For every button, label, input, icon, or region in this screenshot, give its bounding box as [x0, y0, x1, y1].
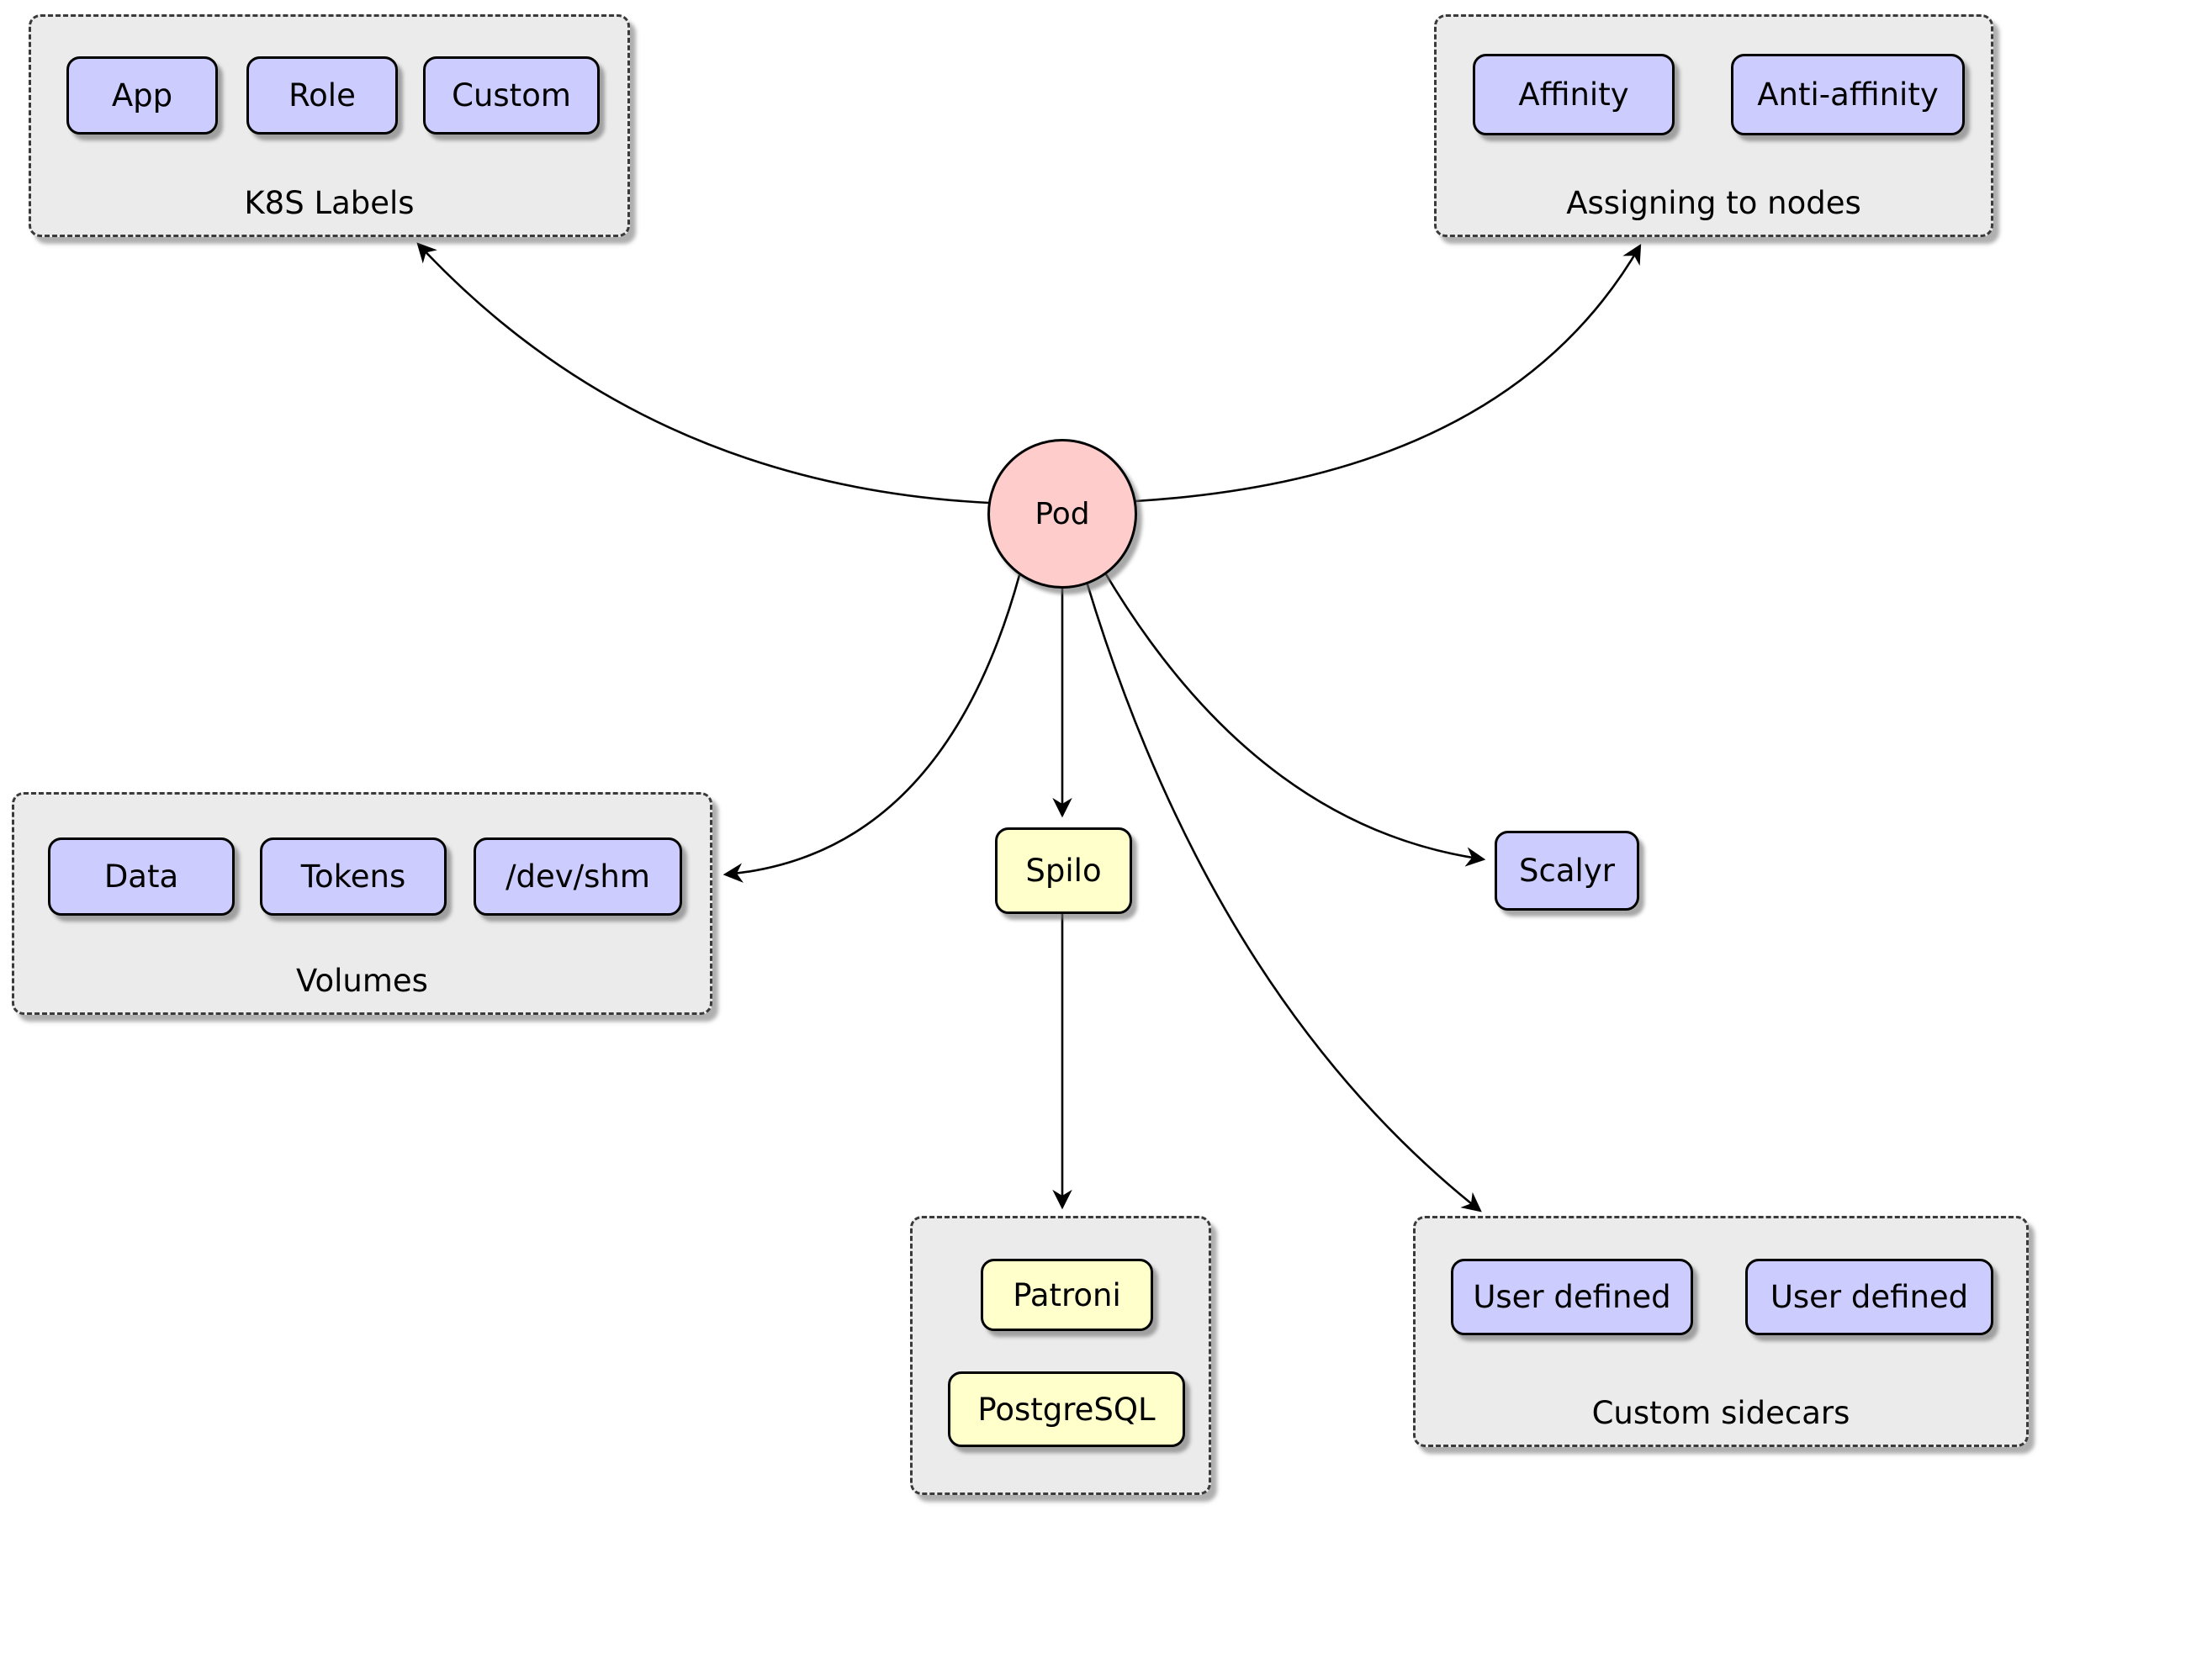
node-spilo: Spilo [995, 827, 1132, 914]
node-postgresql: PostgreSQL [948, 1371, 1185, 1447]
group-spilo-stack: Patroni PostgreSQL [910, 1216, 1211, 1495]
group-volumes-caption: Volumes [296, 963, 428, 999]
group-k8s-labels: App Role Custom K8S Labels [29, 14, 630, 237]
edge-pod-to-custom-sidecars [1085, 581, 1482, 1212]
edge-pod-to-scalyr [1102, 569, 1486, 867]
node-tokens: Tokens [260, 837, 447, 916]
node-user-defined-1: User defined [1451, 1259, 1693, 1335]
group-k8s-labels-caption: K8S Labels [244, 185, 415, 221]
edge-pod-to-k8s-labels [416, 242, 990, 505]
group-assigning-to-nodes-caption: Assigning to nodes [1566, 185, 1861, 221]
node-scalyr: Scalyr [1495, 831, 1639, 911]
edge-pod-to-assigning-to-nodes [1135, 243, 1642, 503]
group-volumes: Data Tokens /dev/shm Volumes [12, 792, 712, 1015]
node-app: App [66, 56, 218, 135]
edge-pod-to-volumes [722, 574, 1021, 883]
node-dev-shm: /dev/shm [474, 837, 682, 916]
group-custom-sidecars: User defined User defined Custom sidecar… [1413, 1216, 2029, 1447]
pod-node: Pod [987, 439, 1137, 589]
group-assigning-to-nodes: Affinity Anti-affinity Assigning to node… [1434, 14, 1993, 237]
node-role: Role [246, 56, 398, 135]
node-affinity: Affinity [1473, 54, 1675, 135]
group-custom-sidecars-caption: Custom sidecars [1591, 1395, 1850, 1431]
node-user-defined-2: User defined [1745, 1259, 1993, 1335]
node-custom: Custom [423, 56, 600, 135]
node-anti-affinity: Anti-affinity [1731, 54, 1965, 135]
node-data: Data [48, 837, 235, 916]
node-patroni: Patroni [981, 1259, 1153, 1331]
